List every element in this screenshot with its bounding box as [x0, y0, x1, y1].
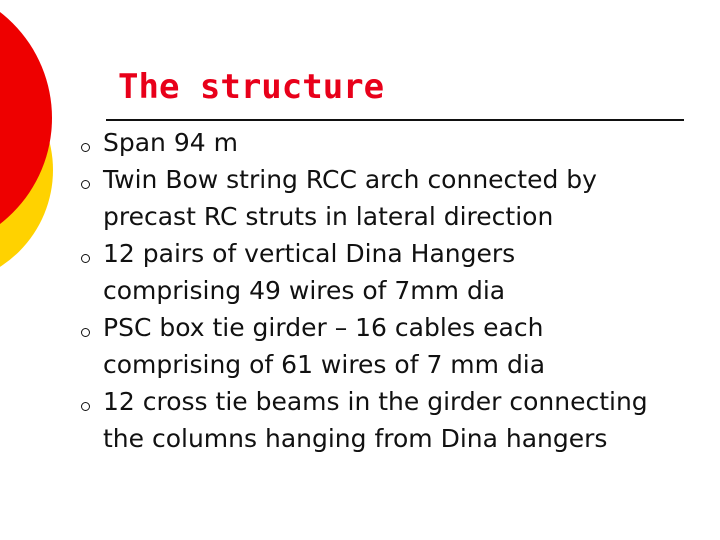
bullet-text-continued: the columns hanging from Dina hangers	[103, 424, 608, 453]
bullet-text: 12 cross tie beams in the girder connect…	[103, 387, 648, 416]
bullet-text-continued: comprising of 61 wires of 7 mm dia	[103, 350, 546, 379]
bullet-circle-icon	[81, 180, 90, 189]
bullet-text: Span 94 m	[103, 128, 238, 157]
bullet-circle-icon	[81, 328, 90, 337]
bullet-text: 12 pairs of vertical Dina Hangers	[103, 239, 516, 268]
bullet-text-continued: precast RC struts in lateral direction	[103, 202, 554, 231]
bullet-text: PSC box tie girder – 16 cables each	[103, 313, 544, 342]
bullet-text: Twin Bow string RCC arch connected by	[103, 165, 597, 194]
title-underline	[106, 119, 684, 121]
bullet-circle-icon	[81, 143, 90, 152]
red-circle	[0, 12, 52, 224]
bullet-item-hangers: 12 pairs of vertical Dina Hangers compri…	[76, 235, 716, 309]
bullet-item-arch: Twin Bow string RCC arch connected by pr…	[76, 161, 716, 235]
slide-title: The structure	[118, 67, 385, 107]
bullet-circle-icon	[81, 402, 90, 411]
bullet-item-cross-beams: 12 cross tie beams in the girder connect…	[76, 383, 716, 457]
bullet-circle-icon	[81, 254, 90, 263]
bullet-item-span: Span 94 m	[76, 124, 716, 161]
bullet-item-girder: PSC box tie girder – 16 cables each comp…	[76, 309, 716, 383]
bullet-text-continued: comprising 49 wires of 7mm dia	[103, 276, 506, 305]
bullet-list: Span 94 m Twin Bow string RCC arch conne…	[76, 124, 716, 457]
